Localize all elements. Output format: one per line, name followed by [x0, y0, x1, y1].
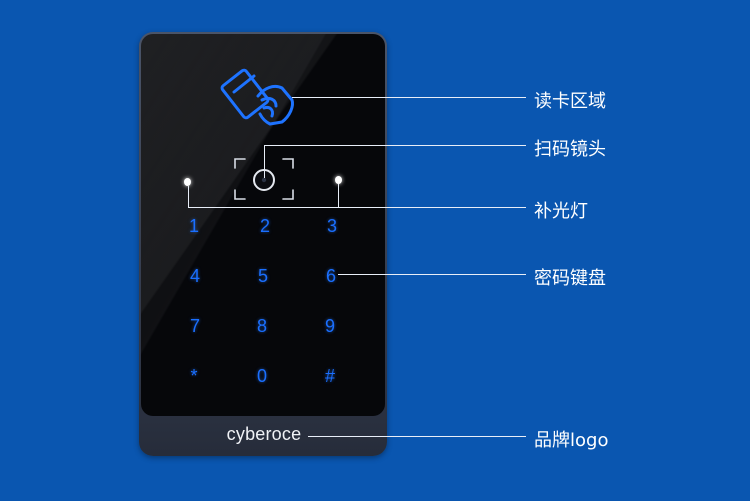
label-card-area: 读卡区域: [534, 91, 606, 112]
fill-light-left: [184, 178, 191, 186]
callout-line-scan-lens: [264, 145, 526, 147]
key-star[interactable]: *: [190, 366, 198, 386]
callout-line-keypad: [338, 274, 526, 276]
key-2[interactable]: 2: [259, 216, 270, 236]
callout-line-brand-logo: [308, 436, 526, 438]
callout-line-fill-light-left: [188, 186, 190, 207]
key-6[interactable]: 6: [325, 266, 336, 286]
callout-line-fill-light: [188, 207, 526, 209]
key-hash[interactable]: #: [324, 366, 335, 386]
fill-light-right: [335, 176, 342, 184]
key-9[interactable]: 9: [324, 316, 335, 336]
callout-line-fill-light-right: [338, 184, 340, 207]
callout-line-card-area: [292, 97, 526, 99]
key-3[interactable]: 3: [326, 216, 337, 236]
key-1[interactable]: 1: [188, 216, 199, 236]
label-fill-light: 补光灯: [534, 201, 588, 222]
key-4[interactable]: 4: [189, 266, 200, 286]
key-8[interactable]: 8: [256, 316, 267, 336]
card-reader-icon: [220, 68, 294, 126]
key-7[interactable]: 7: [189, 316, 200, 336]
label-brand-logo: 品牌logo: [534, 430, 609, 451]
key-5[interactable]: 5: [257, 266, 268, 286]
label-scan-lens: 扫码镜头: [534, 139, 606, 160]
callout-line-scan-lens-drop: [264, 145, 266, 178]
scan-lens-icon: [234, 158, 294, 200]
brand-logo: cyberoce: [226, 424, 302, 444]
key-0[interactable]: 0: [256, 366, 267, 386]
label-keypad: 密码键盘: [534, 268, 606, 289]
